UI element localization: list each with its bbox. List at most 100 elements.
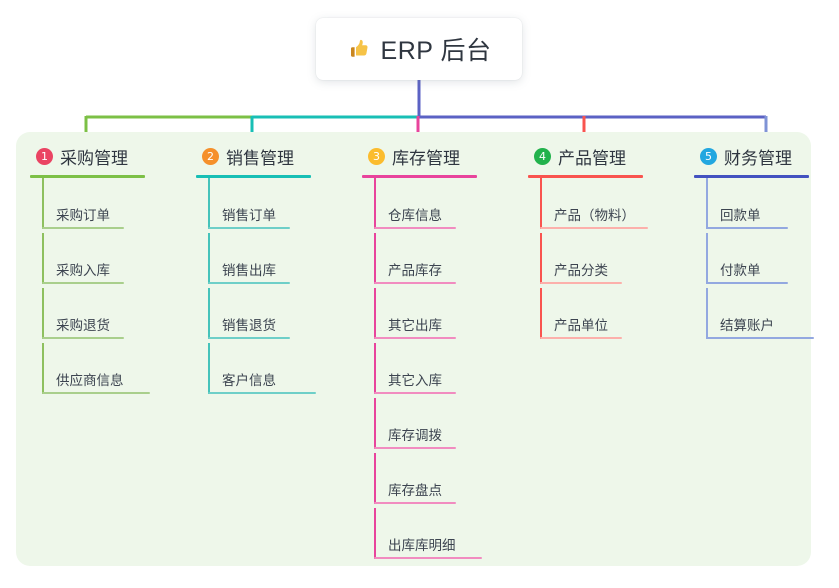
item-connector-line: [540, 233, 542, 284]
column-title-3: 库存管理: [392, 148, 460, 168]
column-title-5: 财务管理: [724, 148, 792, 168]
item-rule: [706, 227, 788, 229]
item-label: 采购订单: [56, 208, 110, 223]
item-rule: [374, 502, 456, 504]
column-items-5: 回款单付款单结算账户: [694, 178, 839, 343]
list-item[interactable]: 采购入库: [30, 233, 190, 288]
column-badge-4: 4: [534, 147, 551, 165]
column-badge-5: 5: [700, 147, 717, 165]
item-label: 结算账户: [720, 318, 774, 333]
column-rule-2: [196, 175, 311, 178]
column-4: 4 产品管理产品（物料） 产品分类产品单位: [528, 143, 688, 343]
list-item[interactable]: 销售出库: [196, 233, 356, 288]
column-badge-2: 2: [202, 147, 219, 165]
item-label: 付款单: [720, 263, 761, 278]
item-rule: [208, 337, 290, 339]
item-label: 产品单位: [554, 318, 608, 333]
column-items-4: 产品（物料） 产品分类产品单位: [528, 178, 688, 343]
item-rule: [706, 337, 814, 339]
item-connector-line: [208, 343, 210, 394]
item-connector-line: [374, 178, 376, 229]
column-items-2: 销售订单销售出库销售退货客户信息: [196, 178, 356, 398]
item-connector-line: [374, 233, 376, 284]
mindmap-panel: [16, 132, 811, 566]
item-rule: [374, 282, 456, 284]
list-item[interactable]: 库存盘点: [362, 453, 522, 508]
item-connector-line: [540, 288, 542, 339]
list-item[interactable]: 产品单位: [528, 288, 688, 343]
item-label: 产品分类: [554, 263, 608, 278]
list-item[interactable]: 产品库存: [362, 233, 522, 288]
list-item[interactable]: 其它入库: [362, 343, 522, 398]
item-label: 采购入库: [56, 263, 110, 278]
list-item[interactable]: 其它出库: [362, 288, 522, 343]
list-item[interactable]: 库存调拨: [362, 398, 522, 453]
list-item[interactable]: 销售退货: [196, 288, 356, 343]
list-item[interactable]: 出库库明细: [362, 508, 522, 563]
column-header-2[interactable]: 2 销售管理: [196, 143, 356, 169]
list-item[interactable]: 结算账户: [694, 288, 839, 343]
column-header-3[interactable]: 3 库存管理: [362, 143, 522, 169]
item-rule: [374, 337, 456, 339]
item-rule: [540, 227, 648, 229]
item-label: 出库库明细: [388, 538, 456, 553]
item-rule: [42, 227, 124, 229]
column-rule-1: [30, 175, 145, 178]
column-header-4[interactable]: 4 产品管理: [528, 143, 688, 169]
item-connector-line: [706, 178, 708, 229]
column-rule-5: [694, 175, 809, 178]
list-item[interactable]: 采购订单: [30, 178, 190, 233]
column-header-5[interactable]: 5 财务管理: [694, 143, 839, 169]
item-rule: [208, 282, 290, 284]
item-rule: [208, 392, 316, 394]
list-item[interactable]: 仓库信息: [362, 178, 522, 233]
thumbs-up-icon: [347, 37, 371, 61]
column-title-1: 采购管理: [60, 148, 128, 168]
item-connector-line: [706, 233, 708, 284]
item-label: 库存调拨: [388, 428, 442, 443]
column-title-2: 销售管理: [226, 148, 294, 168]
list-item[interactable]: 产品（物料）: [528, 178, 688, 233]
item-label: 供应商信息: [56, 373, 124, 388]
item-connector-line: [374, 288, 376, 339]
column-title-4: 产品管理: [558, 148, 626, 168]
column-items-3: 仓库信息产品库存其它出库其它入库库存调拨库存盘点出库库明细: [362, 178, 522, 563]
item-label: 销售退货: [222, 318, 276, 333]
item-rule: [42, 392, 150, 394]
item-rule: [540, 282, 622, 284]
list-item[interactable]: 回款单: [694, 178, 839, 233]
item-connector-line: [208, 233, 210, 284]
item-connector-line: [208, 288, 210, 339]
item-connector-line: [540, 178, 542, 229]
item-connector-line: [42, 343, 44, 394]
item-label: 采购退货: [56, 318, 110, 333]
item-label: 产品库存: [388, 263, 442, 278]
item-rule: [208, 227, 290, 229]
item-connector-line: [706, 288, 708, 339]
item-label: 产品（物料）: [554, 208, 635, 223]
list-item[interactable]: 客户信息: [196, 343, 356, 398]
column-rule-4: [528, 175, 643, 178]
item-label: 回款单: [720, 208, 761, 223]
item-rule: [42, 282, 124, 284]
item-connector-line: [42, 288, 44, 339]
list-item[interactable]: 供应商信息: [30, 343, 190, 398]
list-item[interactable]: 产品分类: [528, 233, 688, 288]
list-item[interactable]: 销售订单: [196, 178, 356, 233]
column-2: 2 销售管理销售订单销售出库销售退货客户信息: [196, 143, 356, 398]
list-item[interactable]: 采购退货: [30, 288, 190, 343]
root-node-card[interactable]: ERP 后台: [316, 18, 522, 80]
list-item[interactable]: 付款单: [694, 233, 839, 288]
item-rule: [706, 282, 788, 284]
item-rule: [374, 392, 456, 394]
item-rule: [374, 227, 456, 229]
item-connector-line: [374, 343, 376, 394]
column-badge-3: 3: [368, 147, 385, 165]
item-connector-line: [374, 398, 376, 449]
item-connector-line: [42, 178, 44, 229]
item-label: 库存盘点: [388, 483, 442, 498]
item-rule: [540, 337, 622, 339]
